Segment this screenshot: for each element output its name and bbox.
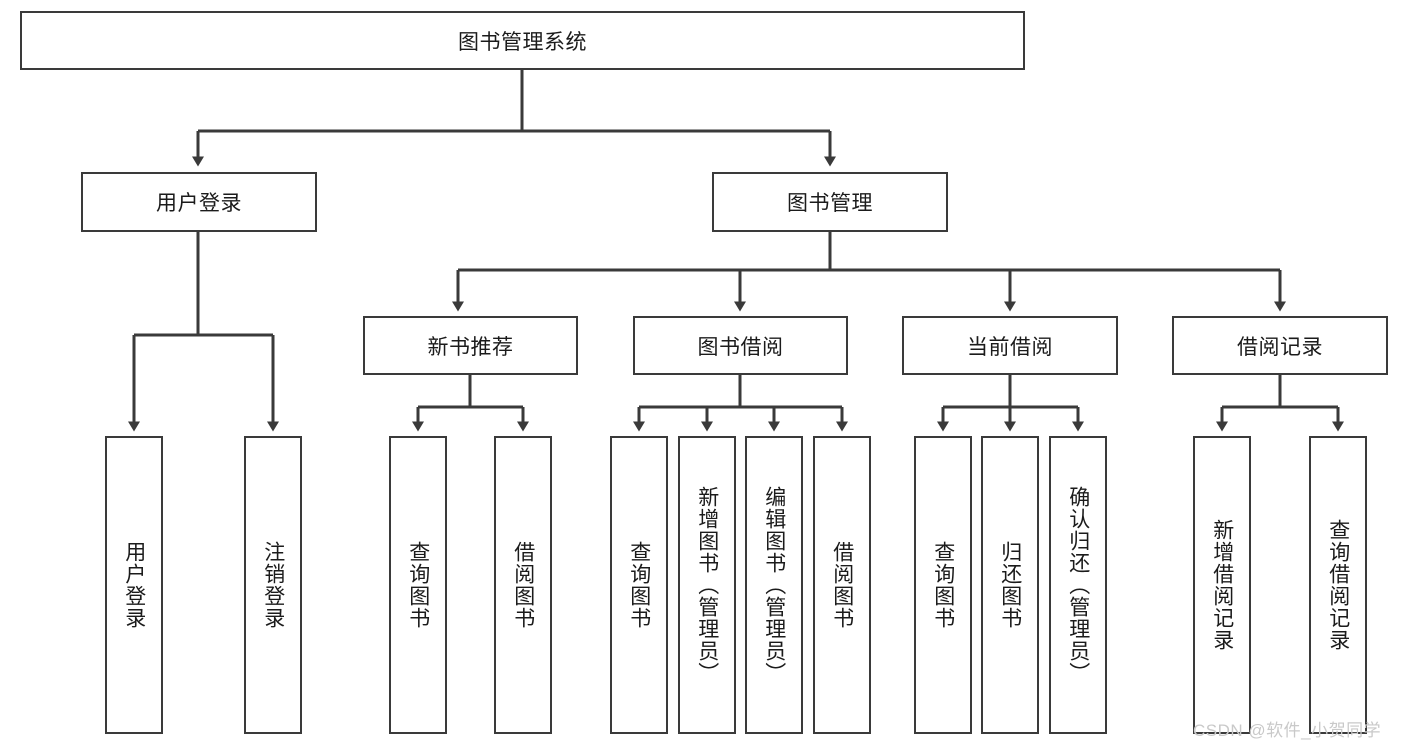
- leaf-user-login-label: 用户登录: [122, 541, 146, 629]
- leaf-query-book-1-label: 查询图书: [406, 541, 430, 629]
- node-book-borrow[interactable]: 图书借阅: [633, 316, 848, 375]
- leaf-logout[interactable]: 注销登录: [244, 436, 302, 734]
- node-book-management-label: 图书管理: [787, 192, 873, 215]
- node-new-book-recommend-label: 新书推荐: [427, 335, 514, 359]
- leaf-logout-label: 注销登录: [261, 541, 285, 629]
- node-borrow-record-label: 借阅记录: [1237, 335, 1323, 359]
- leaf-add-book-admin[interactable]: 新增图书（管理员）: [678, 436, 736, 734]
- leaf-return-book-label: 归还图书: [998, 541, 1022, 629]
- leaf-query-borrow-record[interactable]: 查询借阅记录: [1309, 436, 1367, 734]
- node-current-borrow[interactable]: 当前借阅: [902, 316, 1118, 375]
- leaf-edit-book-admin-label: 编辑图书（管理员）: [762, 486, 786, 684]
- node-system-root[interactable]: 图书管理系统: [20, 11, 1025, 70]
- node-current-borrow-label: 当前借阅: [967, 335, 1053, 359]
- node-system-root-label: 图书管理系统: [458, 30, 587, 54]
- node-user-login[interactable]: 用户登录: [81, 172, 317, 232]
- leaf-query-book-1[interactable]: 查询图书: [389, 436, 447, 734]
- leaf-borrow-book-1-label: 借阅图书: [511, 541, 535, 629]
- leaf-query-book-3[interactable]: 查询图书: [914, 436, 972, 734]
- node-book-management[interactable]: 图书管理: [712, 172, 948, 232]
- leaf-add-borrow-record[interactable]: 新增借阅记录: [1193, 436, 1251, 734]
- leaf-query-book-2[interactable]: 查询图书: [610, 436, 668, 734]
- leaf-query-borrow-record-label: 查询借阅记录: [1326, 519, 1350, 651]
- leaf-confirm-return-admin-label: 确认归还（管理员）: [1066, 486, 1090, 684]
- leaf-user-login[interactable]: 用户登录: [105, 436, 163, 734]
- leaf-return-book[interactable]: 归还图书: [981, 436, 1039, 734]
- leaf-borrow-book-2[interactable]: 借阅图书: [813, 436, 871, 734]
- node-borrow-record[interactable]: 借阅记录: [1172, 316, 1388, 375]
- node-user-login-label: 用户登录: [156, 192, 242, 215]
- leaf-query-book-2-label: 查询图书: [627, 541, 651, 629]
- node-book-borrow-label: 图书借阅: [697, 335, 784, 359]
- leaf-add-book-admin-label: 新增图书（管理员）: [695, 486, 719, 684]
- leaf-query-book-3-label: 查询图书: [931, 541, 955, 629]
- leaf-add-borrow-record-label: 新增借阅记录: [1210, 519, 1234, 651]
- leaf-edit-book-admin[interactable]: 编辑图书（管理员）: [745, 436, 803, 734]
- leaf-borrow-book-1[interactable]: 借阅图书: [494, 436, 552, 734]
- leaf-borrow-book-2-label: 借阅图书: [830, 541, 854, 629]
- node-new-book-recommend[interactable]: 新书推荐: [363, 316, 578, 375]
- leaf-confirm-return-admin[interactable]: 确认归还（管理员）: [1049, 436, 1107, 734]
